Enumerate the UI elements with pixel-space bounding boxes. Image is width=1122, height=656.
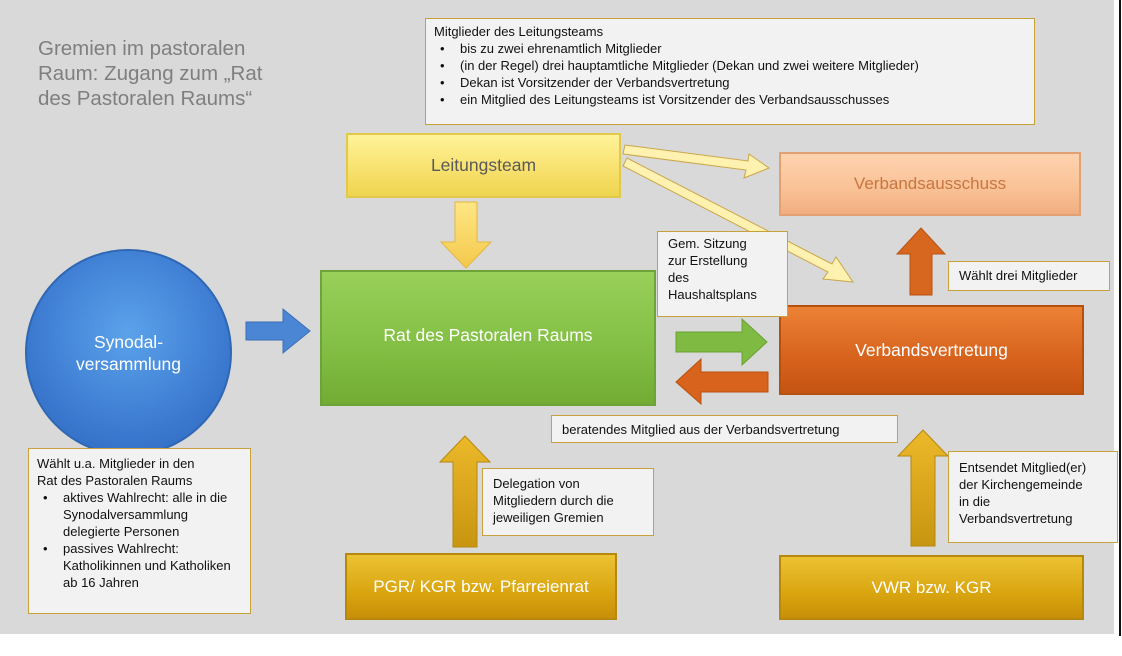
arrow-pgr-to-rat bbox=[438, 435, 492, 548]
node-vwr-kgr: VWR bzw. KGR bbox=[779, 555, 1084, 620]
note-line: in die bbox=[959, 494, 991, 509]
arrow-leitungsteam-to-ausschuss bbox=[622, 144, 771, 179]
node-verbandsausschuss: Verbandsausschuss bbox=[779, 152, 1081, 216]
note-line: zur Erstellung bbox=[668, 253, 748, 268]
note-leitungsteam-heading: Mitglieder des Leitungsteams bbox=[434, 24, 604, 39]
node-pgr-label: PGR/ KGR bzw. Pfarreienrat bbox=[373, 576, 589, 596]
arrows-layer bbox=[245, 144, 950, 548]
node-verbandsausschuss-label: Verbandsausschuss bbox=[853, 174, 1007, 193]
note-delegation: Delegation von Mitgliedern durch die jew… bbox=[482, 468, 654, 536]
node-vwr-label: VWR bzw. KGR bbox=[871, 577, 992, 597]
note-line: des bbox=[668, 270, 689, 285]
page-edge-line bbox=[1119, 0, 1121, 636]
note-line: Delegation von bbox=[493, 476, 580, 491]
arrow-leitungsteam-to-verbandsvertretung bbox=[622, 157, 855, 283]
note-synodal-list: aktives Wahlrecht: alle in die Synodalve… bbox=[37, 489, 242, 591]
note-line: Rat des Pastoralen Raums bbox=[37, 473, 193, 488]
list-item: (in der Regel) drei hauptamtliche Mitgli… bbox=[434, 57, 1026, 74]
note-line: jeweiligen Gremien bbox=[493, 510, 604, 525]
note-text: beratendes Mitglied aus der Verbandsvert… bbox=[562, 422, 840, 437]
arrow-leitungsteam-to-rat bbox=[439, 201, 493, 269]
node-synodal-label-line1: Synodal- bbox=[93, 331, 164, 352]
note-waehlt-drei-mitglieder: Wählt drei Mitglieder bbox=[948, 261, 1110, 291]
node-verbandsvertretung-label: Verbandsvertretung bbox=[855, 339, 1008, 360]
list-item: ein Mitglied des Leitungsteams ist Vorsi… bbox=[434, 91, 1026, 108]
note-line: Mitgliedern durch die bbox=[493, 493, 614, 508]
note-line: Haushaltsplans bbox=[668, 287, 757, 302]
node-pgr-kgr-pfarreienrat: PGR/ KGR bzw. Pfarreienrat bbox=[345, 553, 617, 620]
arrow-vwr-to-verbandsvertretung bbox=[896, 429, 950, 547]
node-rat-des-pastoralen-raums: Rat des Pastoralen Raums bbox=[320, 270, 656, 406]
note-leitungsteam-members: Mitglieder des Leitungsteams bis zu zwei… bbox=[425, 18, 1035, 125]
arrow-rat-to-verbandsvertretung bbox=[675, 317, 768, 367]
note-line: der Kirchengemeinde bbox=[959, 477, 1083, 492]
node-synodalversammlung: Synodal- versammlung bbox=[25, 249, 232, 456]
note-line: Gem. Sitzung bbox=[668, 236, 747, 251]
list-item: passives Wahlrecht: Katholikinnen und Ka… bbox=[37, 540, 242, 591]
note-gemeinsame-sitzung: Gem. Sitzung zur Erstellung des Haushalt… bbox=[657, 231, 788, 317]
list-item: bis zu zwei ehrenamtlich Mitglieder bbox=[434, 40, 1026, 57]
arrow-synodal-to-rat bbox=[245, 307, 311, 355]
note-entsendet-mitglied: Entsendet Mitglied(er) der Kirchengemein… bbox=[948, 451, 1118, 543]
note-beratendes-mitglied: beratendes Mitglied aus der Verbandsvert… bbox=[551, 415, 898, 443]
note-text: Wählt drei Mitglieder bbox=[959, 268, 1078, 283]
slide-title: Gremien im pastoralen Raum: Zugang zum „… bbox=[38, 37, 263, 110]
note-line: Wählt u.a. Mitglieder in den bbox=[37, 456, 195, 471]
note-leitungsteam-list: bis zu zwei ehrenamtlich Mitglieder (in … bbox=[434, 40, 1026, 108]
node-leitungsteam: Leitungsteam bbox=[346, 133, 621, 198]
list-item: Dekan ist Vorsitzender der Verbandsvertr… bbox=[434, 74, 1026, 91]
node-verbandsvertretung: Verbandsvertretung bbox=[779, 305, 1084, 395]
arrow-verbandsvertretung-to-rat bbox=[675, 357, 769, 406]
node-synodal-label-line2: versammlung bbox=[75, 353, 182, 374]
list-item: aktives Wahlrecht: alle in die Synodalve… bbox=[37, 489, 242, 540]
node-leitungsteam-label: Leitungsteam bbox=[430, 155, 537, 175]
node-rat-label: Rat des Pastoralen Raums bbox=[383, 324, 593, 345]
note-line: Verbandsvertretung bbox=[959, 511, 1073, 526]
note-line: Entsendet Mitglied(er) bbox=[959, 460, 1087, 475]
arrow-verbandsvertretung-to-ausschuss bbox=[895, 227, 947, 296]
note-synodal-wahlrecht: Wählt u.a. Mitglieder in den Rat des Pas… bbox=[28, 448, 251, 614]
